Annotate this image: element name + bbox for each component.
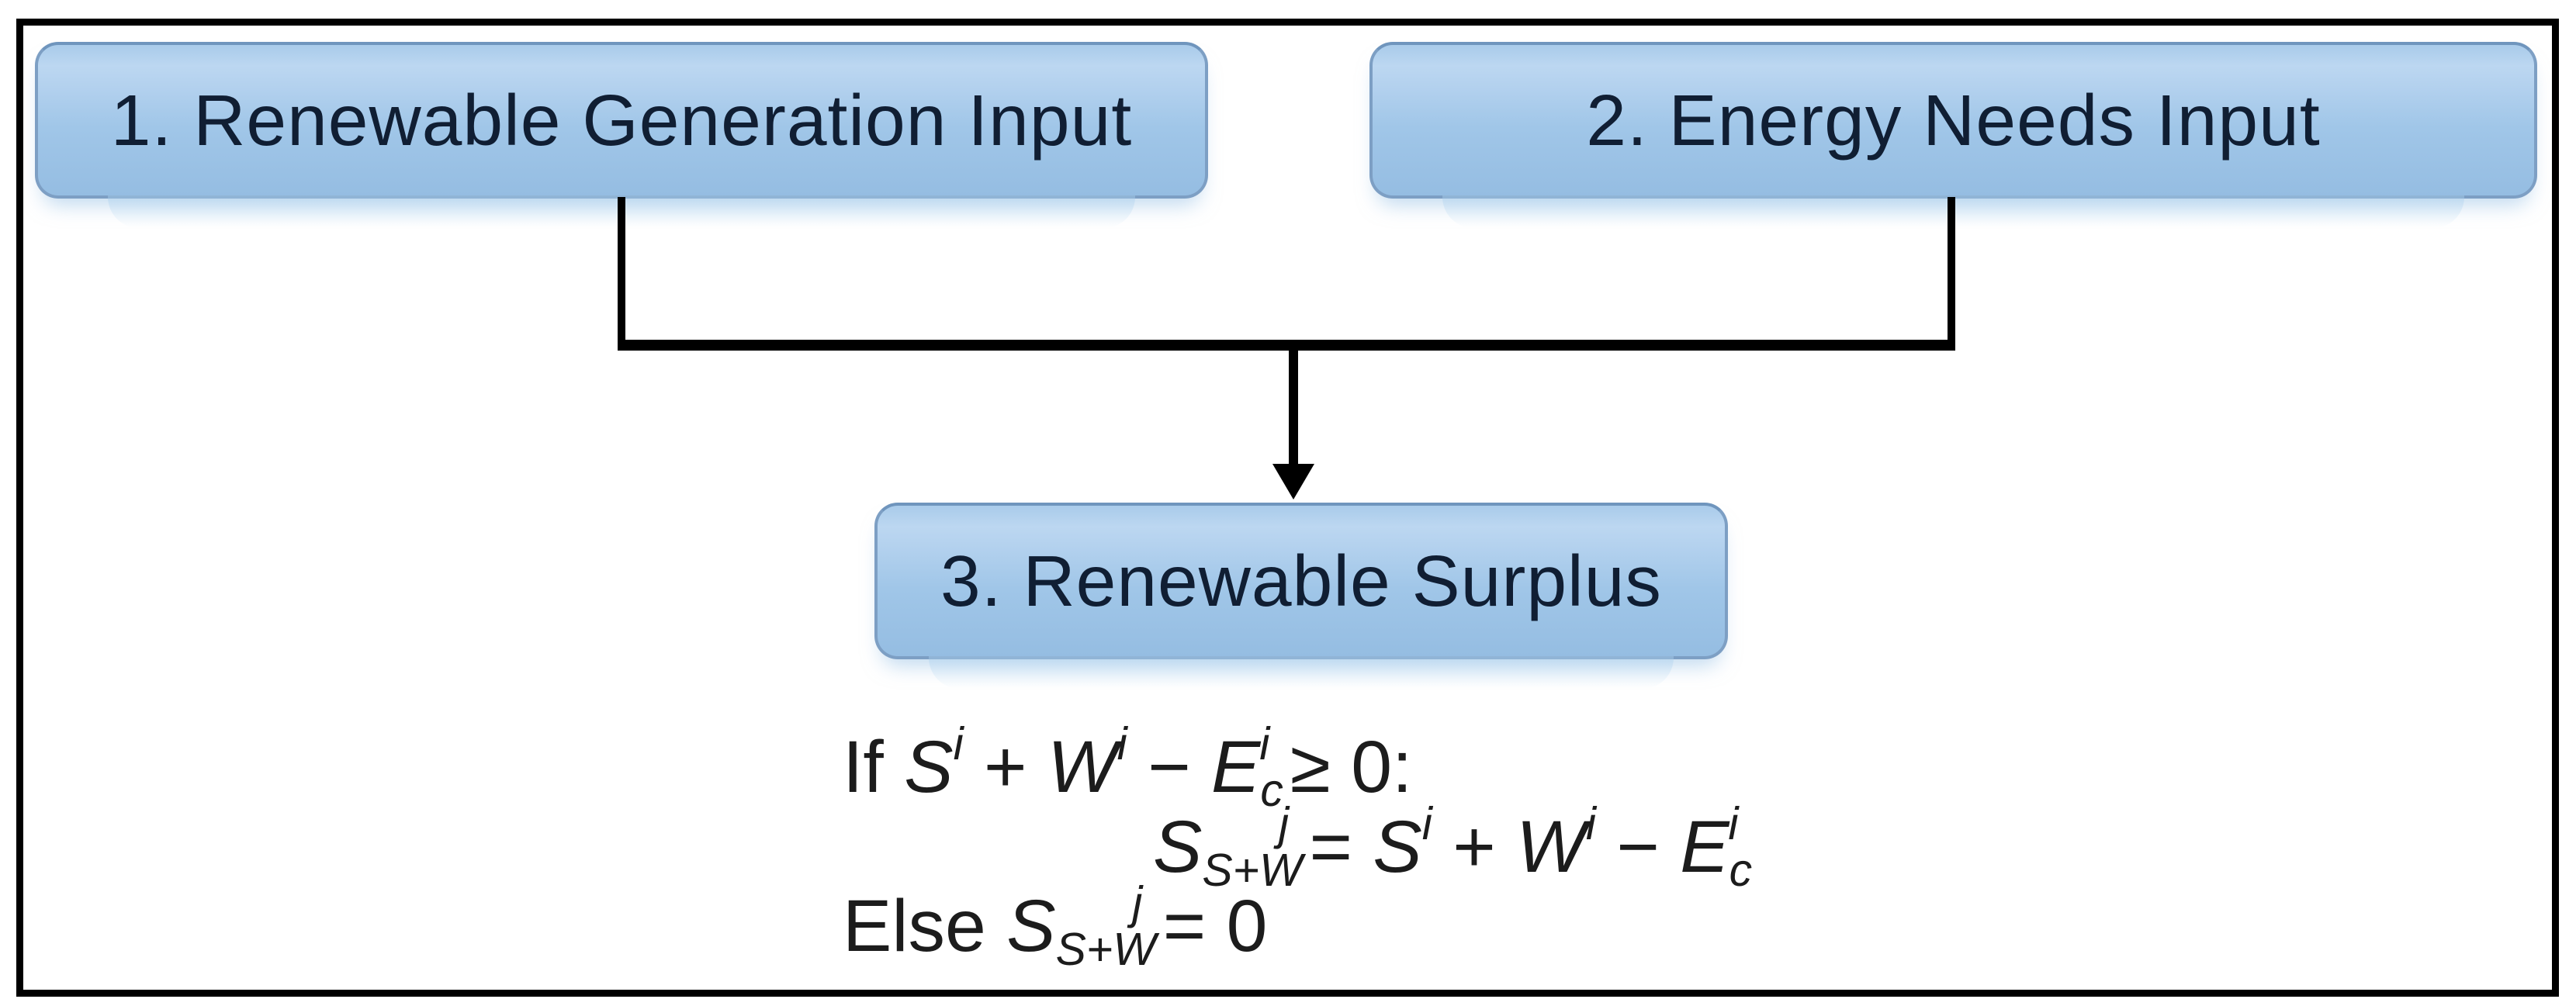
formula-subscript: S+W — [1202, 845, 1303, 896]
formula-superscript: i — [1728, 798, 1739, 849]
formula-keyword: If — [843, 726, 905, 808]
flow-box-label: 3. Renewable Surplus — [940, 540, 1662, 621]
formula-var-surplus: S — [1153, 805, 1203, 888]
formula-keyword: Else — [843, 885, 1007, 968]
formula-var-wind: W — [1047, 726, 1117, 808]
formula-superscript: j — [1279, 798, 1290, 849]
formula-superscript: i — [1259, 719, 1270, 769]
connector-line-from-box1 — [618, 197, 625, 349]
arrow-shaft — [1289, 349, 1298, 467]
formula-result: = 0 — [1142, 885, 1268, 968]
formula-line-else: Else SS+Wj = 0 — [843, 880, 1738, 973]
formula-subscript: c — [1260, 766, 1283, 816]
formula-line-surplus-assignment: SS+Wj = Si + Wi − Eci — [1153, 801, 1752, 894]
formula-subscript: S+W — [1055, 925, 1156, 976]
formula-subscript: c — [1729, 845, 1753, 896]
formula-comparison: ≥ 0: — [1269, 726, 1413, 808]
formula-operator: − — [1595, 805, 1681, 888]
connector-line-from-box2 — [1948, 197, 1955, 349]
formula-operator: − — [1127, 726, 1211, 808]
surplus-formula: If Si + Wi − Eci ≥ 0: SS+Wj = Si + Wi − … — [843, 721, 1752, 973]
figure-border — [16, 19, 2559, 997]
formula-line-if-condition: If Si + Wi − Eci ≥ 0: — [843, 721, 1738, 814]
formula-superscript: i — [1421, 798, 1432, 849]
formula-operator: + — [1432, 805, 1517, 888]
flow-box-label: 2. Energy Needs Input — [1586, 79, 2321, 161]
formula-var-energy-consumption: E — [1680, 805, 1729, 888]
flow-box-energy-needs-input: 2. Energy Needs Input — [1369, 42, 2537, 228]
formula-var-energy-consumption: E — [1210, 726, 1261, 808]
arrow-head-icon — [1272, 464, 1314, 500]
flow-box-renewable-generation-input: 1. Renewable Generation Input — [35, 42, 1208, 228]
formula-operator: + — [963, 726, 1047, 808]
flow-box-renewable-surplus: 3. Renewable Surplus — [874, 503, 1728, 689]
formula-superscript: i — [1585, 798, 1596, 849]
formula-superscript: i — [953, 719, 964, 769]
formula-var-solar: S — [1373, 805, 1422, 888]
formula-var-surplus: S — [1006, 885, 1056, 968]
formula-var-solar: S — [904, 726, 954, 808]
formula-superscript: i — [1117, 719, 1127, 769]
flow-box-label: 1. Renewable Generation Input — [110, 79, 1133, 161]
formula-operator: = — [1289, 805, 1373, 888]
connector-line-horizontal — [618, 340, 1955, 351]
formula-var-wind: W — [1516, 805, 1586, 888]
formula-superscript: j — [1132, 878, 1143, 929]
